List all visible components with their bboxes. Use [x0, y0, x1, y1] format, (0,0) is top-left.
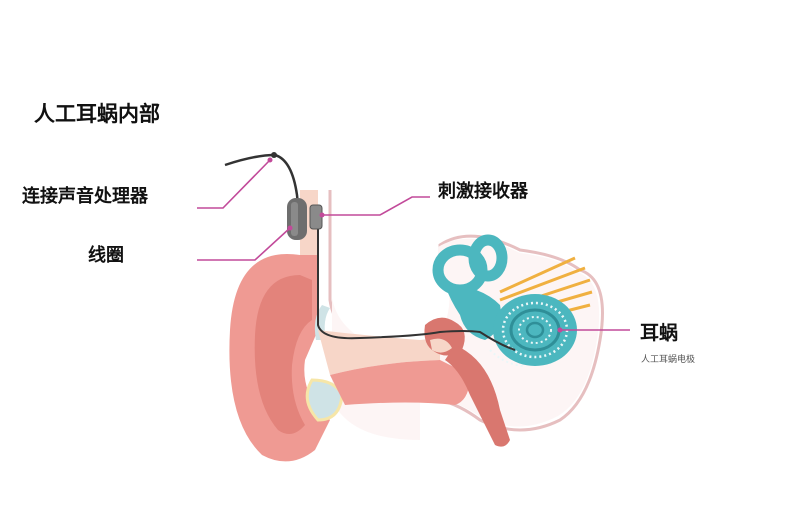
label-cochlea: 耳蜗 [640, 322, 679, 344]
leader-coil [197, 227, 291, 261]
leader-dot-connect [267, 157, 273, 163]
label-stimulus-receiver: 刺激接收器 [438, 181, 528, 202]
concha [305, 378, 344, 422]
ossicle-highlight [430, 338, 452, 353]
leader-dot-cochlea [557, 327, 563, 333]
leader-dot-stim [319, 212, 325, 218]
canal-wall [330, 360, 470, 405]
label-electrode: 人工耳蜗电极 [641, 355, 696, 365]
auricle-inner [254, 275, 312, 434]
processor-cable [224, 153, 300, 206]
electrode-lead [317, 220, 516, 351]
coil-device-shade [291, 202, 298, 236]
leader-dot-coil [287, 225, 293, 231]
diagram-title: 人工耳蜗内部 [34, 102, 160, 126]
leader-lines [197, 159, 630, 331]
receiver-device [309, 204, 323, 230]
label-connect-processor: 连接声音处理器 [22, 186, 148, 207]
leader-stim [322, 196, 430, 216]
ear-canal [318, 330, 440, 375]
label-coil: 线圈 [88, 245, 124, 266]
vestibule [445, 285, 501, 340]
leader-connect [197, 159, 271, 209]
eustachian-tube [445, 345, 510, 447]
cable-plug [271, 152, 277, 158]
